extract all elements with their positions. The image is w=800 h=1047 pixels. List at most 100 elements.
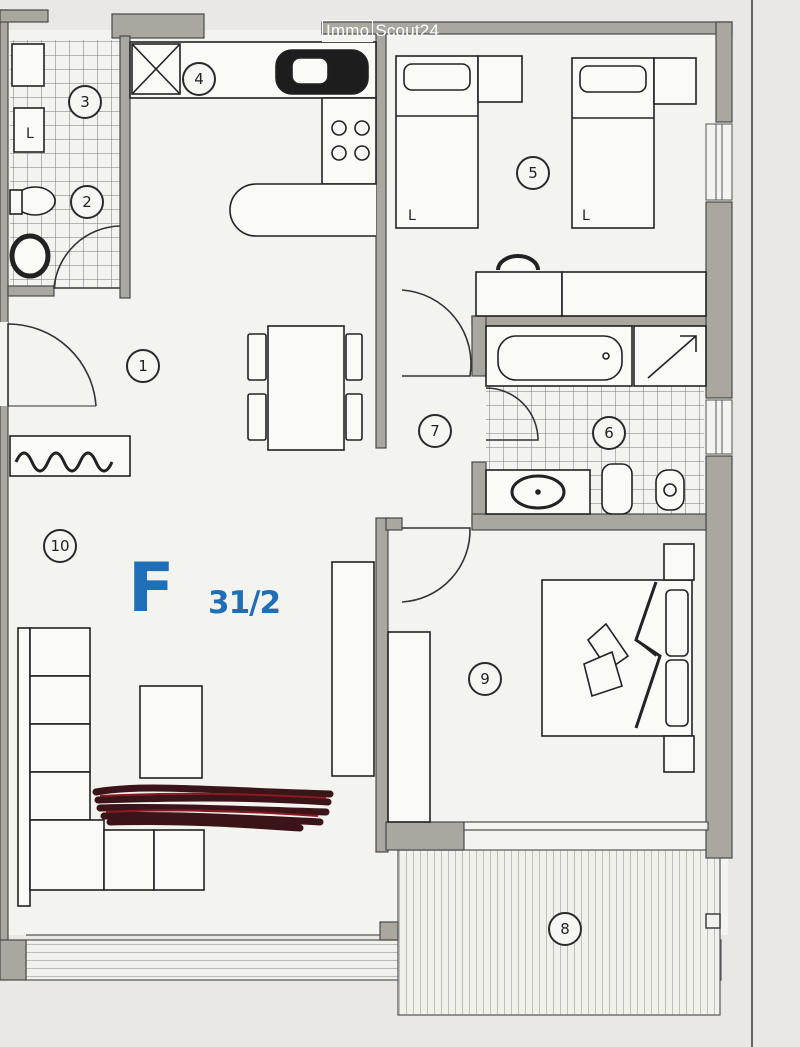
room-number-8: 8 (548, 912, 582, 946)
toilet (601, 463, 633, 515)
wardrobe (387, 631, 431, 823)
stove-burner (354, 145, 370, 161)
kitchen-island (229, 183, 376, 237)
doors (7, 225, 539, 603)
nightstand (477, 55, 523, 103)
dining-chair (247, 333, 267, 381)
wc-washbasin (9, 233, 51, 279)
exterior-walls (0, 9, 733, 981)
redaction-scribble (92, 784, 334, 832)
watermark-brand-part2: Scout24 (375, 21, 440, 40)
wall-wc-south (7, 285, 55, 297)
bathroom-door (485, 387, 539, 441)
stove-counter (321, 97, 377, 185)
nightstand (663, 735, 695, 773)
sofa-seat (29, 627, 91, 677)
dining-table (267, 325, 345, 451)
coffee-table (139, 685, 203, 779)
wall-bath-south (471, 513, 707, 531)
terrace-post (705, 913, 721, 929)
window-bathroom (705, 399, 733, 455)
interior-walls (0, 33, 709, 853)
dining-chair (345, 393, 363, 441)
bedroom-5-furniture (395, 55, 707, 317)
pillow (403, 63, 471, 91)
dining-chair (247, 393, 267, 441)
dining-chair (345, 333, 363, 381)
wall-bedroom-south-stub (385, 821, 465, 851)
wall-hall-west-lower (375, 517, 389, 853)
unit-type-letter: F (128, 549, 175, 628)
sofa-seat (29, 771, 91, 821)
unit-rooms-count: 31/2 (208, 585, 281, 621)
sofa-corner (29, 819, 105, 891)
bathtub-basin (497, 335, 623, 381)
pillow (665, 589, 689, 657)
dryer-mark: L (26, 126, 34, 142)
stove-burner (331, 145, 347, 161)
wall-wc-east (119, 35, 131, 299)
bed-mark: L (408, 208, 416, 224)
pillow (579, 65, 647, 93)
room-number-3: 3 (68, 85, 102, 119)
washing-machine (11, 43, 45, 87)
wall-hall-stub (385, 517, 403, 531)
tv-sideboard (331, 561, 375, 777)
wall-north-wc (0, 9, 49, 23)
sofa-seat (29, 675, 91, 725)
room-number-5: 5 (516, 156, 550, 190)
wc-door (53, 225, 121, 289)
window-bedroom-south (463, 821, 709, 831)
bed-mark: L (582, 208, 590, 224)
terrace-post (379, 921, 399, 941)
windows (705, 123, 733, 455)
bedroom-9-furniture (387, 543, 695, 823)
desk-chair (496, 254, 540, 271)
entry-door-opening (0, 322, 8, 406)
room-number-7: 7 (418, 414, 452, 448)
entry-door (7, 323, 97, 407)
nightstand (663, 543, 695, 581)
living-room-furniture (17, 561, 375, 907)
room-number-9: 9 (468, 662, 502, 696)
bathroom-fixtures (485, 325, 707, 515)
shower (633, 325, 707, 387)
bed-blanket-fold (634, 581, 662, 729)
radiator (9, 435, 131, 477)
wall-east-upper (715, 21, 733, 123)
bedroom-9-door (401, 527, 471, 603)
wall-east-lower (705, 455, 733, 859)
room-number-2: 2 (70, 185, 104, 219)
dryer (13, 107, 45, 153)
room-number-1: 1 (126, 349, 160, 383)
wall-west (0, 9, 9, 951)
kitchen (129, 41, 377, 237)
wc-fixtures (9, 43, 56, 279)
sofa-seat (153, 829, 205, 891)
bed-cushion (583, 650, 623, 698)
nightstand (653, 57, 697, 105)
wall-southwest-stub (0, 939, 27, 981)
watermark-brand-part1: Immo (322, 20, 374, 42)
bedroom-5-door (401, 289, 472, 377)
sofa-back (17, 627, 31, 907)
room-number-10: 10 (43, 529, 77, 563)
desk (475, 271, 563, 317)
room-number-6: 6 (592, 416, 626, 450)
wall-bath-north (471, 315, 707, 327)
window-bedroom (705, 123, 733, 201)
stove-burner (354, 120, 370, 136)
stove-burner (331, 120, 347, 136)
pillow (665, 659, 689, 727)
wall-hall-west-upper (375, 33, 387, 449)
dining-set (247, 325, 363, 451)
sofa-seat (29, 723, 91, 773)
room-number-4: 4 (182, 62, 216, 96)
wall-east-middle (705, 201, 733, 399)
wall-north-entry (111, 13, 205, 39)
wall-bath-west-upper (471, 315, 487, 377)
sofa-seat (103, 829, 155, 891)
